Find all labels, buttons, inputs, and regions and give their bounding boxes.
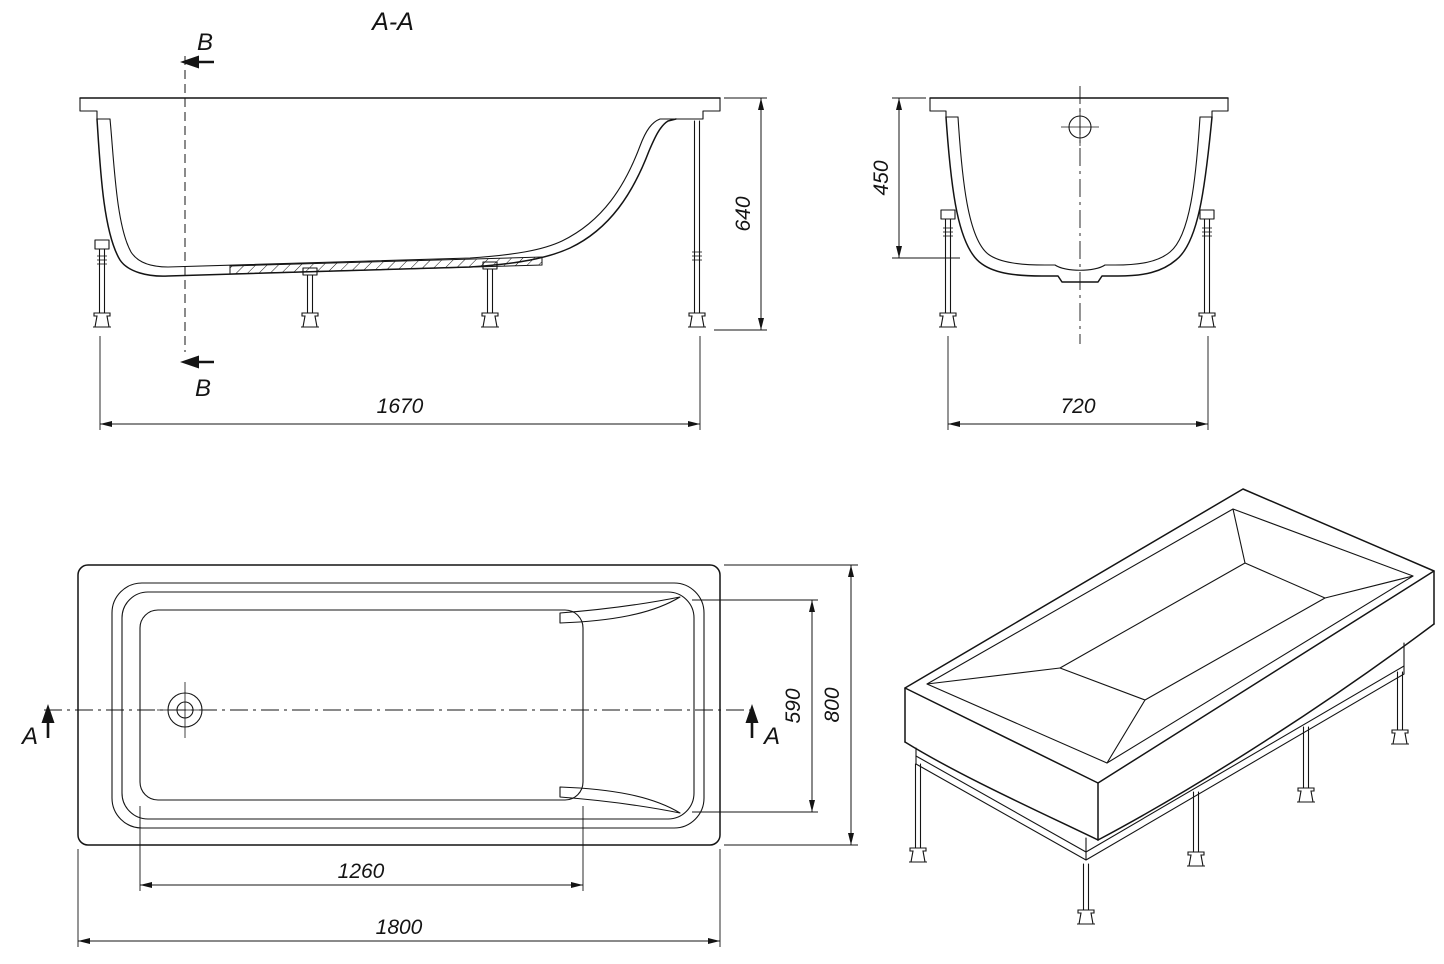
cut-arrow-b-bottom [180, 355, 214, 369]
support-leg [1390, 671, 1410, 745]
support-leg [300, 267, 320, 328]
side-section-view: A-A [79, 8, 767, 430]
leg-foot [687, 312, 707, 328]
plan-overall-width-dim-label: 800 [821, 687, 844, 722]
skirt-bottom-left [904, 741, 1099, 841]
leg-foot [480, 312, 500, 328]
plan-overall-length-dim-label: 1800 [376, 916, 423, 939]
support-leg [1296, 726, 1316, 803]
plan-view: A A 590 800 1260 1800 [20, 564, 858, 947]
support-leg [1186, 791, 1206, 867]
overflow-hole [1061, 108, 1099, 146]
leg-foot [908, 847, 928, 863]
end-width-dim-label: 720 [1060, 395, 1095, 418]
leg-foot [1076, 909, 1096, 925]
section-title: A-A [370, 8, 414, 36]
side-length-dim-label: 1670 [377, 395, 424, 418]
leg-foot [1186, 851, 1206, 867]
skirt-bottom-front [1097, 623, 1435, 841]
plan-inner-length-dim-label: 1260 [338, 860, 385, 883]
wall-edge [1232, 508, 1246, 564]
leg-foot [1197, 312, 1217, 328]
tub-inner-profile [957, 116, 1201, 271]
isometric-view [904, 488, 1435, 925]
tub-inner-profile [109, 118, 691, 268]
support-leg [1197, 209, 1217, 328]
cut-arrow-a-left [41, 704, 55, 738]
frame-rail-hatched [229, 256, 543, 275]
leg-foot [1296, 787, 1316, 803]
cut-label-b-bottom: B [195, 375, 211, 402]
cut-arrow-b-top [180, 55, 214, 69]
tub-outer-profile [96, 118, 677, 277]
wall-edge [1106, 699, 1146, 764]
tub-outer-rim [77, 564, 721, 846]
slope-edge [926, 667, 1061, 685]
plan-inner-width-dim-label: 590 [782, 688, 805, 723]
leg-foot [300, 312, 320, 328]
cut-label-b-top: B [197, 29, 213, 56]
support-leg [908, 763, 928, 863]
side-height-dim-label: 640 [732, 196, 755, 231]
leg-foot [938, 312, 958, 328]
backrest-slope-curve-top [559, 596, 681, 624]
leg-foot [92, 312, 112, 328]
support-leg [92, 239, 112, 328]
support-leg [480, 261, 500, 328]
tub-wall-top-edge [121, 591, 695, 820]
wall-edge [1324, 575, 1414, 599]
rim-inner [926, 508, 1414, 764]
cut-arrow-a-right [745, 704, 759, 738]
cut-label-a-right: A [762, 723, 780, 750]
backrest-slope-curve-bottom [559, 786, 681, 814]
support-leg [1076, 863, 1096, 925]
tub-floor-outline [139, 609, 584, 801]
rim-flange-right [1199, 97, 1229, 118]
tub-floor [1059, 562, 1326, 701]
tub-rim-inner-edge [111, 582, 705, 829]
rim-outer [904, 488, 1435, 784]
rim-flange-right [689, 97, 721, 120]
cut-label-a-left: A [20, 723, 38, 750]
end-section-view: 450 720 [870, 86, 1229, 430]
support-leg [938, 209, 958, 328]
rim-flange-left [79, 97, 111, 120]
leg-foot [1390, 729, 1410, 745]
support-frame [915, 642, 1405, 861]
rim-flange-left [929, 97, 959, 118]
tub-outer-profile [945, 116, 1213, 283]
end-depth-dim-label: 450 [870, 160, 893, 195]
support-leg [687, 120, 707, 328]
